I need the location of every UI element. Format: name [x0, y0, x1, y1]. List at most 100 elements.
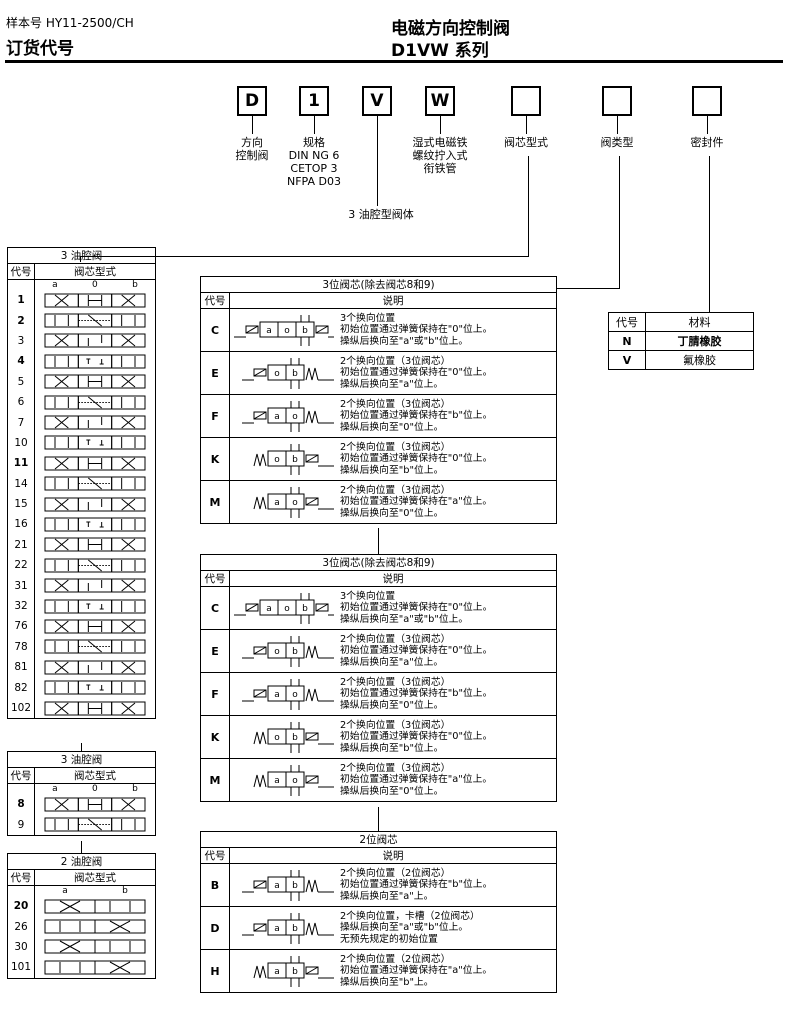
- desc-line: 初始位置通过弹簧保持在"0"位上。: [340, 367, 493, 379]
- desc-line: 2个换向位置（3位阀芯）: [340, 484, 451, 496]
- valve-code: B: [200, 863, 230, 907]
- valve-code: F: [200, 672, 230, 716]
- desc-line: 2个换向位置（2位阀芯）: [340, 867, 451, 879]
- series-title: D1VW 系列: [391, 41, 489, 61]
- valve-description: 2个换向位置（3位阀芯）初始位置通过弹簧保持在"0"位上。操纵后换向至"b"位上…: [338, 437, 557, 481]
- desc-line: 初始位置通过弹簧保持在"0"位上。: [340, 324, 493, 336]
- spool-code: 4: [7, 351, 35, 372]
- spool-symbol: [34, 595, 156, 617]
- svg-text:o: o: [274, 369, 280, 379]
- spool-row: 26: [7, 916, 156, 937]
- spool-symbol: [34, 794, 156, 815]
- spool-table-title: 3 油腔阀: [7, 751, 156, 768]
- svg-text:b: b: [292, 369, 298, 379]
- col-spool-header: 阀芯型式: [34, 767, 156, 784]
- svg-text:a: a: [266, 604, 272, 614]
- svg-text:b: b: [292, 455, 298, 465]
- spool-code: 101: [7, 957, 35, 979]
- connector-lt: [81, 743, 82, 751]
- svg-text:o: o: [274, 733, 280, 743]
- order-box-6: [602, 86, 632, 116]
- spool-row: 14: [7, 473, 156, 494]
- svg-text:a: a: [274, 776, 280, 786]
- desc-line: 操纵后换向至"a"或"b"位上。: [340, 335, 469, 347]
- spool-symbol: [34, 371, 156, 392]
- spool-row: 101: [7, 957, 156, 979]
- spool-code: 82: [7, 677, 35, 698]
- col-code-header: 代号: [7, 263, 35, 280]
- spool-symbol: [34, 916, 156, 937]
- svg-text:a: a: [274, 690, 280, 700]
- valve-table-title: 2位阀芯: [200, 831, 557, 848]
- order-box-tick-1: [252, 116, 253, 134]
- spool-symbol: [34, 636, 156, 658]
- seal-material: 氟橡胶: [645, 350, 754, 370]
- order-box-5: [511, 86, 541, 116]
- valve-code: K: [200, 437, 230, 481]
- connector-vt2: [378, 807, 379, 831]
- port-label: a: [62, 886, 68, 896]
- svg-text:o: o: [284, 326, 290, 336]
- spool-row: 82: [7, 677, 156, 698]
- order-box-label-2: 规格 DIN NG 6 CETOP 3 NFPA D03: [287, 136, 341, 188]
- desc-line: 初始位置通过弹簧保持在"a"位上。: [340, 496, 493, 508]
- desc-line: 2个换向位置（3位阀芯）: [340, 398, 451, 410]
- svg-text:a: a: [274, 881, 280, 891]
- desc-line: 2个换向位置（3位阀芯）: [340, 441, 451, 453]
- svg-text:a: a: [266, 326, 272, 336]
- desc-line: 操纵后换向至"0"位上。: [340, 785, 444, 797]
- valve-description: 2个换向位置（3位阀芯）初始位置通过弹簧保持在"b"位上。操纵后换向至"0"位上…: [338, 394, 557, 438]
- port-label: 0: [92, 280, 98, 290]
- desc-line: 操纵后换向至"a"或"b"位上。: [340, 613, 469, 625]
- svg-text:o: o: [292, 498, 298, 508]
- valve-code: K: [200, 715, 230, 759]
- col-code-header: 代号: [200, 847, 230, 864]
- spool-code: 78: [7, 636, 35, 658]
- svg-text:a: a: [274, 412, 280, 422]
- desc-line: 2个换向位置（3位阀芯）: [340, 719, 451, 731]
- col-code-header: 代号: [7, 767, 35, 784]
- svg-text:b: b: [292, 924, 298, 934]
- desc-line: 操纵后换向至"a"位上。: [340, 378, 444, 390]
- valve-description: 2个换向位置（3位阀芯）初始位置通过弹簧保持在"a"位上。操纵后换向至"0"位上…: [338, 480, 557, 524]
- connector-lt2: [81, 841, 82, 853]
- spool-code: 3: [7, 330, 35, 352]
- order-box-tick-7: [707, 116, 708, 134]
- spool-symbol: [34, 575, 156, 596]
- order-box-7: [692, 86, 722, 116]
- spool-symbol: [34, 936, 156, 958]
- spool-symbol: [34, 310, 156, 331]
- col-desc-header: 说明: [229, 847, 557, 864]
- spool-row: 76: [7, 616, 156, 637]
- spool-row: 20: [7, 896, 156, 917]
- desc-line: 操纵后换向至"b"位上。: [340, 742, 444, 754]
- order-box-1: D: [237, 86, 267, 116]
- valve-code: M: [200, 758, 230, 802]
- spool-code: 20: [7, 896, 35, 917]
- spool-symbol: [34, 814, 156, 836]
- spool-code: 11: [7, 453, 35, 474]
- order-box-label-4: 湿式电磁铁 螺纹拧入式 衔铁管: [412, 136, 468, 175]
- spool-symbol: [34, 514, 156, 535]
- seal-code: V: [608, 350, 646, 370]
- svg-text:o: o: [292, 690, 298, 700]
- port-label: b: [132, 280, 138, 290]
- spool-code: 102: [7, 697, 35, 720]
- spool-code: 21: [7, 534, 35, 556]
